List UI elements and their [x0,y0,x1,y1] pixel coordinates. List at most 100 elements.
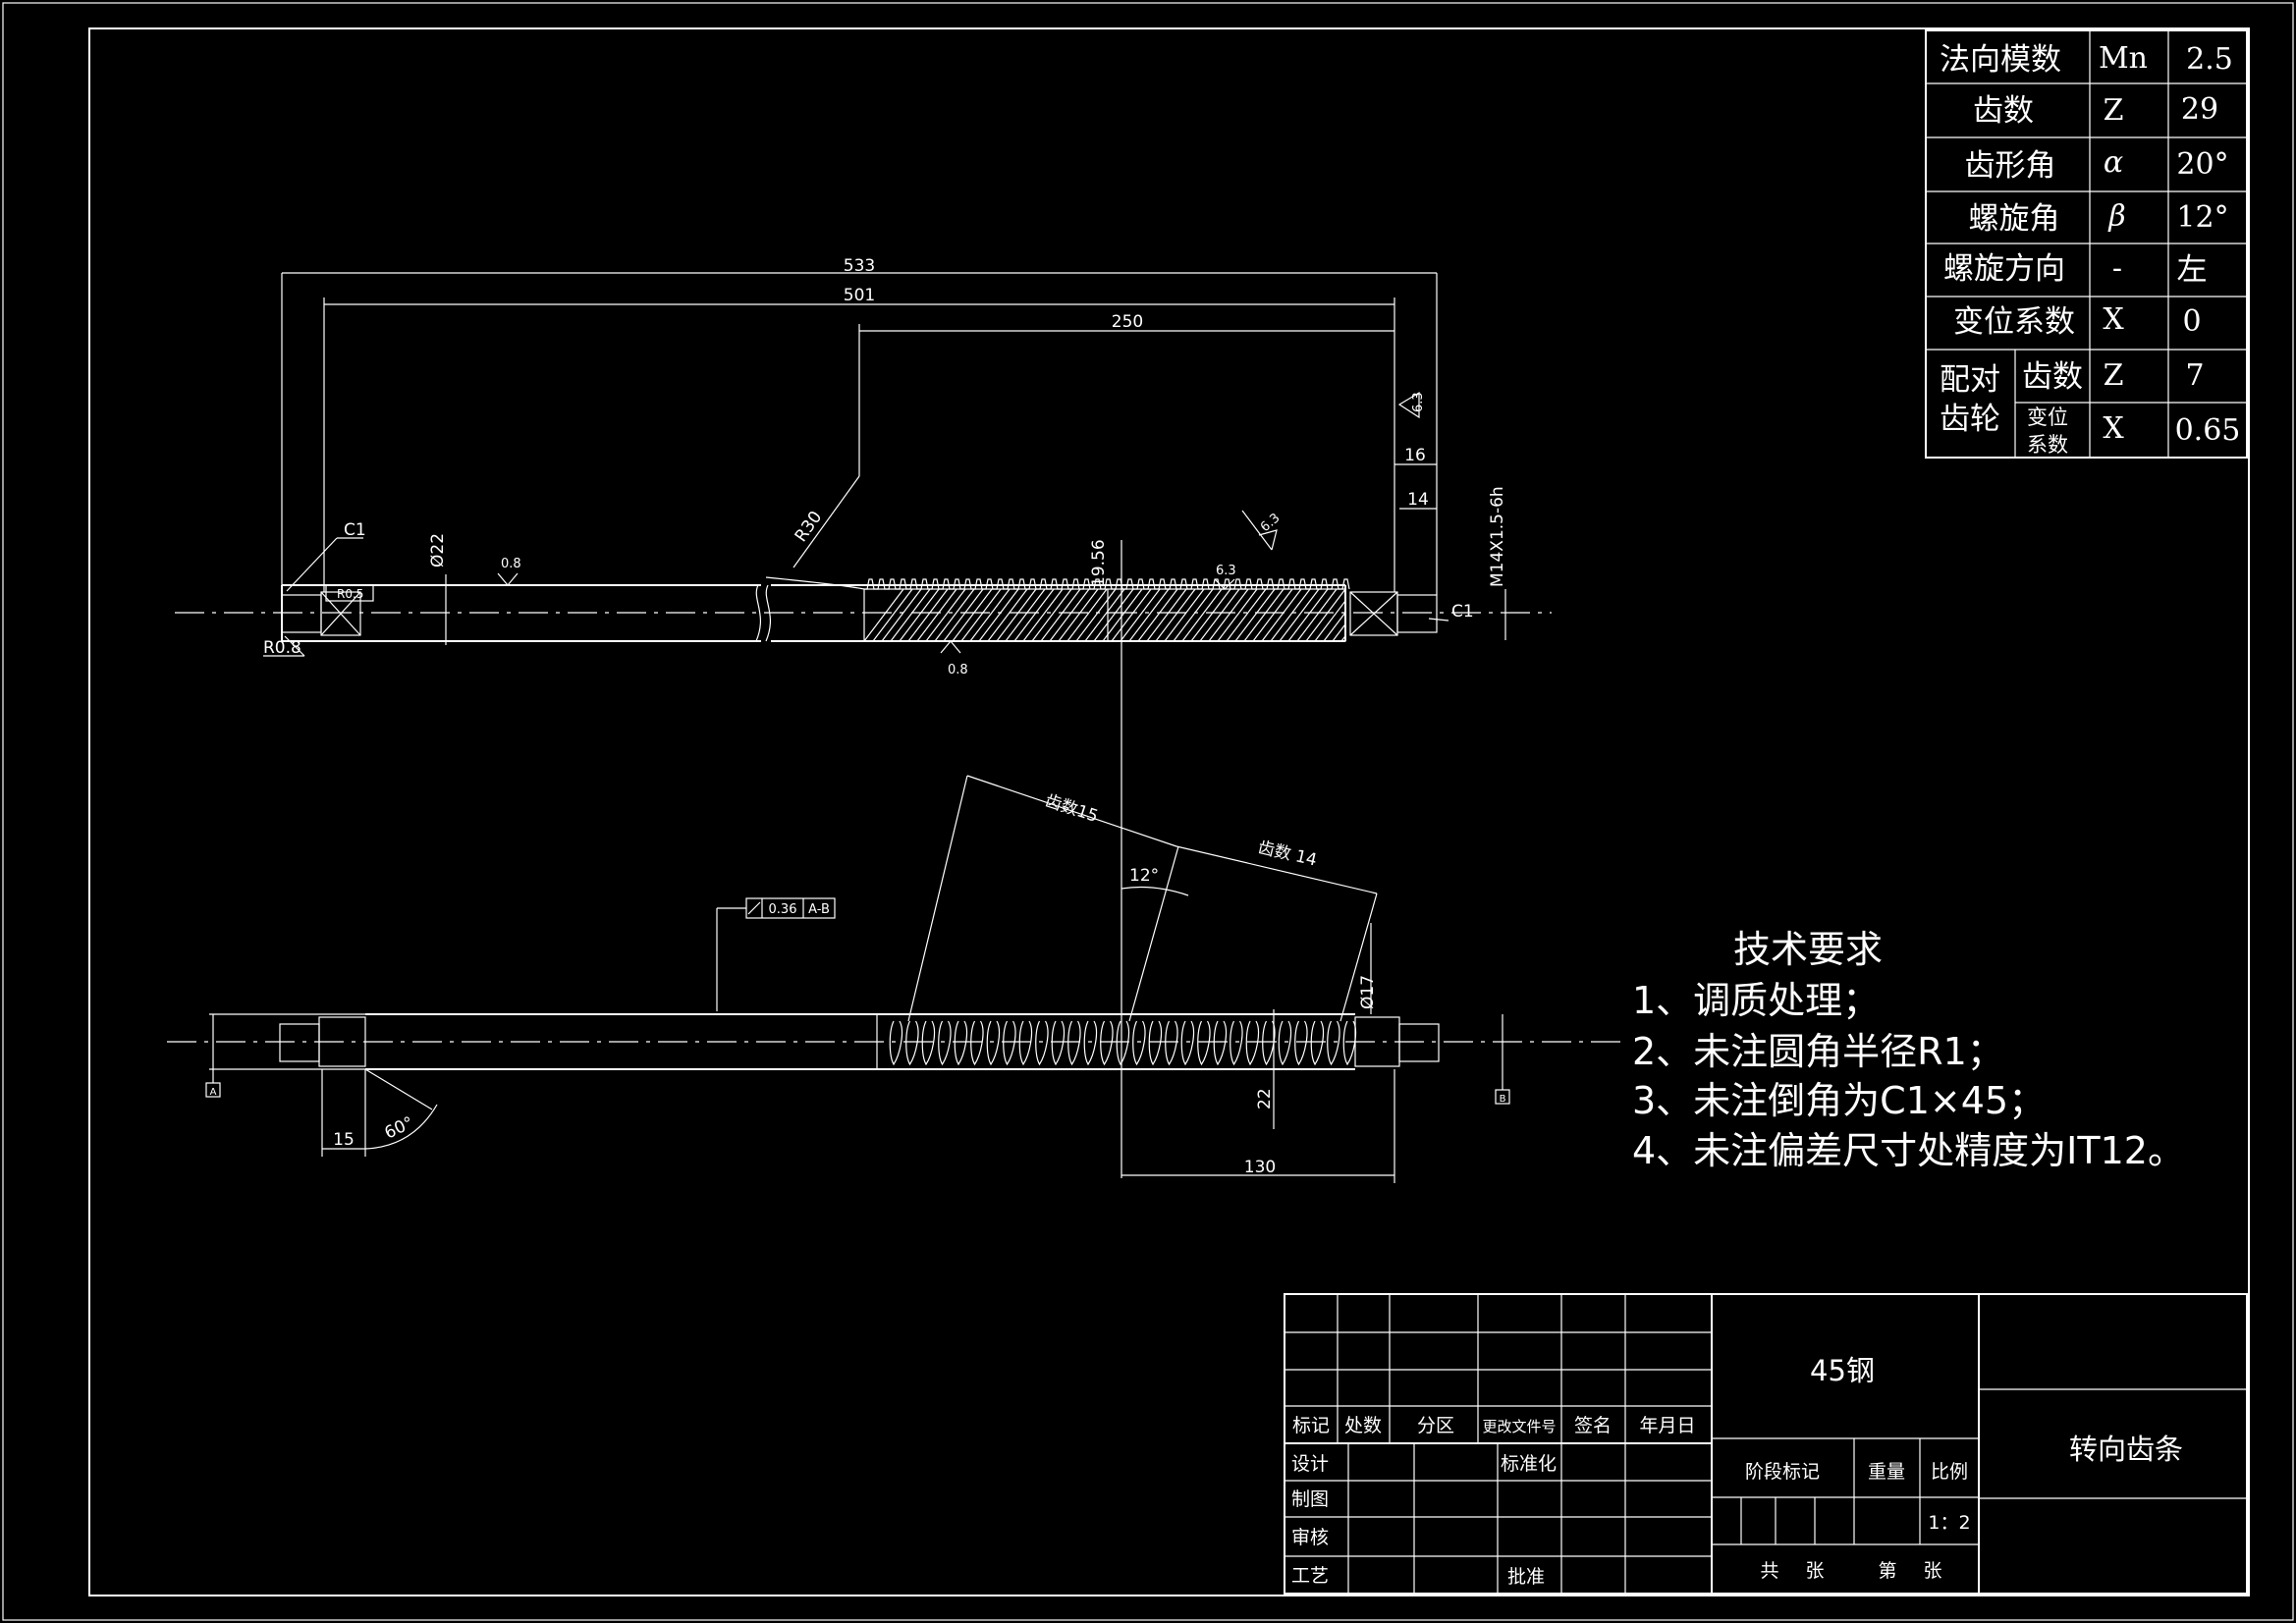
angle-60: 60° [382,1113,417,1144]
helix-tooth [1180,1020,1195,1066]
hatch-line [952,588,993,642]
helix-tooth [954,1020,968,1066]
helix-tooth [1003,1020,1016,1066]
hatch-line [1058,588,1099,642]
tb-process: 工艺 [1291,1565,1329,1587]
hatch-line [1102,588,1143,642]
hatch-line [1279,588,1320,642]
teeth-14: 齿数 14 [1256,838,1319,870]
param-name-1: 齿数 [1973,93,2034,129]
helix-tooth [1035,1020,1049,1066]
hatch-line [1296,588,1338,642]
param-symbol-2: α [2104,145,2123,180]
hatch-line [969,588,1011,642]
hatch-line [1031,588,1072,642]
rough-4: 6.3 [1258,511,1283,535]
helix-tooth [1294,1020,1308,1066]
mate-shift-label-1: 变位 [2027,406,2068,429]
param-name-2: 齿形角 [1965,148,2056,184]
hatch-line [890,588,931,642]
hatch-line [881,588,922,642]
tech-requirements: 技术要求 1、调质处理； 2、未注圆角半径R1； 3、未注倒角为C1×45； 4… [1632,928,2185,1172]
param-symbol-5: X [2103,302,2124,337]
param-name-3: 螺旋角 [1969,201,2060,237]
tb-approve: 批准 [1507,1566,1545,1588]
rack-hatch [863,588,1346,642]
hatch-line [943,588,984,642]
mate-shift-value: 0.65 [2175,413,2241,448]
hatch-line [996,588,1037,642]
req-item-3: 3、未注倒角为C1×45； [1632,1079,2046,1122]
tb-design: 设计 [1291,1453,1329,1475]
title-block: 标记 处数 分区 更改文件号 签名 年月日 设计 标准化 制图 审核 工艺 批准… [1284,1293,2248,1595]
helix-tooth [1213,1020,1228,1066]
req-item-1: 1、调质处理； [1632,979,1880,1022]
param-name-5: 变位系数 [1953,304,2075,340]
param-table: 法向模数 Mn 2.5 齿数 Z 29 齿形角 α 20° 螺旋角 β 12° … [1925,29,2248,459]
chamfer-right: C1 [1451,602,1474,622]
helical-teeth [889,1020,1357,1066]
hatch-line [1066,588,1108,642]
tolerance-value: 0.36 [769,902,797,917]
hatch-line [987,588,1028,642]
hatch-line [1287,588,1329,642]
hatch-line [1084,588,1125,642]
param-value-2: 20° [2176,147,2228,182]
hatch-line [916,588,957,642]
req-title: 技术要求 [1733,928,1883,971]
param-name-4: 螺旋方向 [1943,251,2065,287]
front-view: 533 501 250 16 14 M14X1.5-6h Ø22 19.56 R… [175,256,1552,1178]
helix-tooth [921,1020,936,1066]
tb-header-4: 签名 [1574,1415,1612,1436]
teeth-15: 齿数15 [1042,791,1100,827]
dia-17: Ø17 [1358,975,1378,1009]
helix-tooth [1197,1020,1211,1066]
param-value-0: 2.5 [2186,42,2233,77]
helix-tooth [1262,1020,1276,1066]
hatch-line [1075,588,1117,642]
datum-a: A [210,1087,217,1098]
helix-tooth [1278,1020,1292,1066]
chamfer-left: C1 [344,520,366,540]
tb-sheet-no: 第 [1878,1560,1896,1582]
mate-teeth-value: 7 [2185,358,2204,393]
tb-material: 45钢 [1810,1354,1875,1387]
hatch-line [1155,588,1196,642]
hatch-line [1190,588,1231,642]
mate-label-2: 齿轮 [1940,402,2000,437]
hatch-line [1199,588,1240,642]
tb-standardize: 标准化 [1501,1453,1557,1475]
mate-shift-symbol: X [2103,411,2124,446]
tb-review: 审核 [1291,1527,1329,1548]
rough-3: 6.3 [1216,564,1236,578]
hatch-line [1314,600,1346,642]
mate-label-1: 配对 [1940,362,2000,398]
helix-tooth [1132,1020,1146,1066]
helix-tooth [1230,1020,1243,1066]
hatch-line [1173,588,1214,642]
hatch-line [1234,588,1276,642]
helix-tooth [1018,1020,1033,1066]
helix-tooth [1165,1020,1178,1066]
param-symbol-4: - [2112,251,2122,286]
mate-teeth-symbol: Z [2104,358,2124,393]
rough-5: 6.3 [1411,392,1426,412]
dim-15: 15 [333,1130,355,1150]
tb-scale: 1：2 [1928,1512,1970,1534]
param-symbol-1: Z [2104,93,2124,128]
hatch-line [1040,588,1081,642]
helix-tooth [1116,1020,1130,1066]
helix-tooth [1083,1020,1098,1066]
hatch-line [1146,588,1187,642]
tb-weight: 重量 [1868,1461,1905,1483]
helix-tooth [1342,1020,1357,1066]
hatch-line [978,588,1019,642]
hatch-line [1217,588,1258,642]
dim-22: 22 [1255,1088,1275,1109]
helix-tooth [986,1020,1001,1066]
hatch-line [1305,588,1346,642]
tb-header-3: 更改文件号 [1482,1418,1556,1435]
hatch-line [1323,612,1346,642]
param-value-1: 29 [2181,92,2218,127]
mate-shift-label-2: 系数 [2027,433,2068,457]
